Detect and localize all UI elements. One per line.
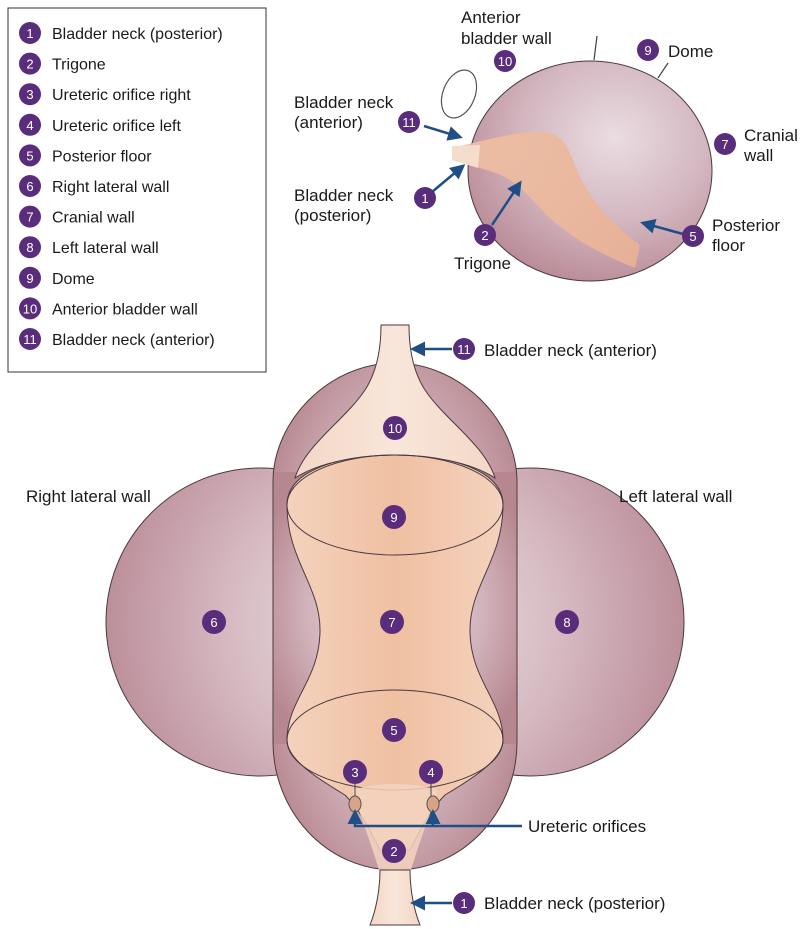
label-ureteric-orifices: Ureteric orifices — [528, 817, 646, 836]
badge-side-posterior-floor: 5 — [682, 225, 704, 247]
legend-label: Posterior floor — [52, 148, 152, 165]
svg-text:7: 7 — [388, 615, 395, 630]
dome-line — [594, 36, 597, 60]
legend-label: Trigone — [52, 57, 106, 74]
neck-posterior-region — [370, 870, 420, 925]
label-side-neck-posterior-line2: (posterior) — [294, 206, 371, 225]
label-left-lateral-wall: Left lateral wall — [619, 487, 732, 506]
legend-label: Right lateral wall — [52, 179, 169, 196]
badge-side-trigone: 2 — [474, 224, 496, 246]
side-view — [435, 36, 712, 281]
svg-text:3: 3 — [351, 765, 358, 780]
label-cranial-line2: wall — [743, 146, 773, 165]
badge-flat-orifice-right: 3 — [343, 760, 367, 784]
badge-flat-posterior-floor: 5 — [382, 718, 406, 742]
label-flat-neck-anterior: Bladder neck (anterior) — [484, 341, 657, 360]
badge-side-dome: 9 — [637, 39, 659, 61]
legend-item: 7 Cranial wall — [19, 206, 135, 228]
badge-flat-trigone: 2 — [382, 839, 406, 863]
ureteric-orifice-right-icon — [349, 796, 361, 812]
side-urethra — [452, 145, 480, 168]
svg-text:11: 11 — [457, 342, 471, 357]
legend-number: 10 — [23, 301, 37, 316]
svg-text:4: 4 — [427, 765, 434, 780]
svg-text:9: 9 — [644, 43, 651, 58]
label-cranial-line1: Cranial — [744, 126, 798, 145]
legend-number: 8 — [26, 240, 33, 255]
svg-text:2: 2 — [481, 228, 488, 243]
legend-label: Ureteric orifice right — [52, 87, 191, 104]
legend-label: Ureteric orifice left — [52, 118, 181, 135]
badge-flat-neck-posterior: 1 — [453, 892, 475, 914]
svg-text:8: 8 — [563, 615, 570, 630]
pubic-bone-outline — [435, 65, 483, 123]
legend-number: 11 — [23, 332, 37, 347]
arrow-side-neck-anterior — [424, 126, 460, 137]
label-flat-neck-posterior: Bladder neck (posterior) — [484, 894, 665, 913]
legend-number: 3 — [26, 87, 33, 102]
badge-side-anterior-wall: 10 — [494, 50, 516, 72]
label-side-neck-posterior-line1: Bladder neck — [294, 186, 394, 205]
legend-label: Dome — [52, 271, 95, 288]
svg-text:5: 5 — [390, 723, 397, 738]
badge-side-neck-posterior: 1 — [414, 187, 436, 209]
svg-text:10: 10 — [498, 54, 512, 69]
ureteric-orifice-left-icon — [427, 796, 439, 812]
label-anterior-wall-line1: Anterior — [461, 8, 521, 27]
label-side-neck-anterior-line2: (anterior) — [294, 113, 363, 132]
label-trigone: Trigone — [454, 254, 511, 273]
label-anterior-wall-line2: bladder wall — [461, 29, 552, 48]
label-side-neck-anterior-line1: Bladder neck — [294, 93, 394, 112]
legend-item: 9 Dome — [19, 267, 95, 289]
legend-label: Bladder neck (anterior) — [52, 332, 215, 349]
label-right-lateral-wall: Right lateral wall — [26, 487, 151, 506]
svg-text:6: 6 — [210, 615, 217, 630]
svg-text:9: 9 — [390, 510, 397, 525]
badge-flat-orifice-left: 4 — [419, 760, 443, 784]
legend-number: 2 — [26, 57, 33, 72]
label-posterior-floor-line2: floor — [712, 236, 745, 255]
legend-number: 5 — [26, 148, 33, 163]
svg-text:7: 7 — [721, 137, 728, 152]
badge-flat-anterior-wall: 10 — [383, 416, 407, 440]
legend-number: 1 — [26, 26, 33, 41]
svg-text:1: 1 — [421, 191, 428, 206]
label-posterior-floor-line1: Posterior — [712, 216, 780, 235]
legend-number: 6 — [26, 179, 33, 194]
legend-label: Left lateral wall — [52, 240, 159, 257]
legend-number: 7 — [26, 210, 33, 225]
legend-number: 9 — [26, 271, 33, 286]
legend-label: Anterior bladder wall — [52, 301, 198, 318]
legend-item: 2 Trigone — [19, 53, 106, 75]
svg-text:10: 10 — [388, 421, 402, 436]
badge-flat-dome: 9 — [382, 505, 406, 529]
badge-flat-cranial: 7 — [380, 610, 404, 634]
legend-label: Cranial wall — [52, 210, 135, 227]
dome-pointer — [658, 63, 668, 78]
svg-text:5: 5 — [689, 229, 696, 244]
legend-label: Bladder neck (posterior) — [52, 26, 223, 43]
arrow-side-neck-posterior — [432, 166, 463, 192]
svg-text:1: 1 — [460, 896, 467, 911]
svg-text:2: 2 — [390, 844, 397, 859]
svg-text:11: 11 — [402, 115, 416, 130]
badge-flat-left-lateral: 8 — [555, 610, 579, 634]
badge-flat-neck-anterior: 11 — [453, 338, 475, 360]
badge-side-cranial: 7 — [714, 133, 736, 155]
label-dome: Dome — [668, 42, 713, 61]
legend-number: 4 — [26, 118, 33, 133]
badge-flat-right-lateral: 6 — [202, 610, 226, 634]
badge-side-neck-anterior: 11 — [398, 111, 420, 133]
